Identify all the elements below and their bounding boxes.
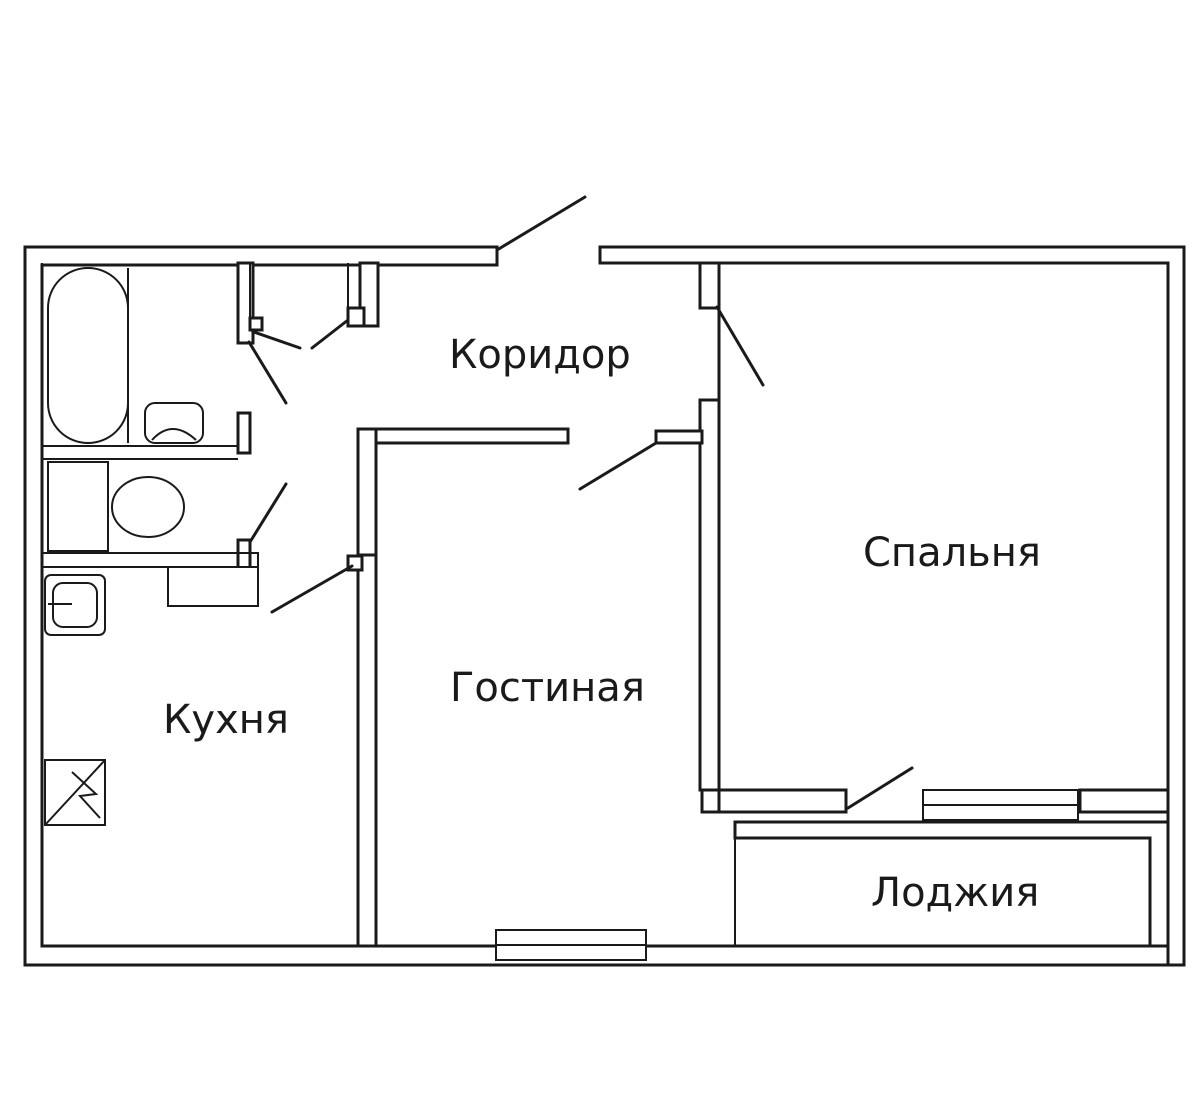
room-label-corridor: Коридор <box>449 332 631 378</box>
toilet-icon <box>111 476 185 538</box>
exterior-walls <box>23 245 1186 967</box>
windows <box>495 789 1079 961</box>
room-label-bedroom: Спальня <box>863 530 1041 576</box>
tank-icon <box>47 461 109 552</box>
interior-walls <box>41 261 1170 948</box>
fixtures <box>44 267 259 826</box>
counter-icon <box>167 566 259 607</box>
bathtub-icon <box>47 267 129 444</box>
room-label-living: Гостиная <box>450 665 645 711</box>
room-label-loggia: Лоджия <box>871 870 1040 916</box>
room-label-kitchen: Кухня <box>163 697 289 743</box>
doors <box>247 195 914 810</box>
